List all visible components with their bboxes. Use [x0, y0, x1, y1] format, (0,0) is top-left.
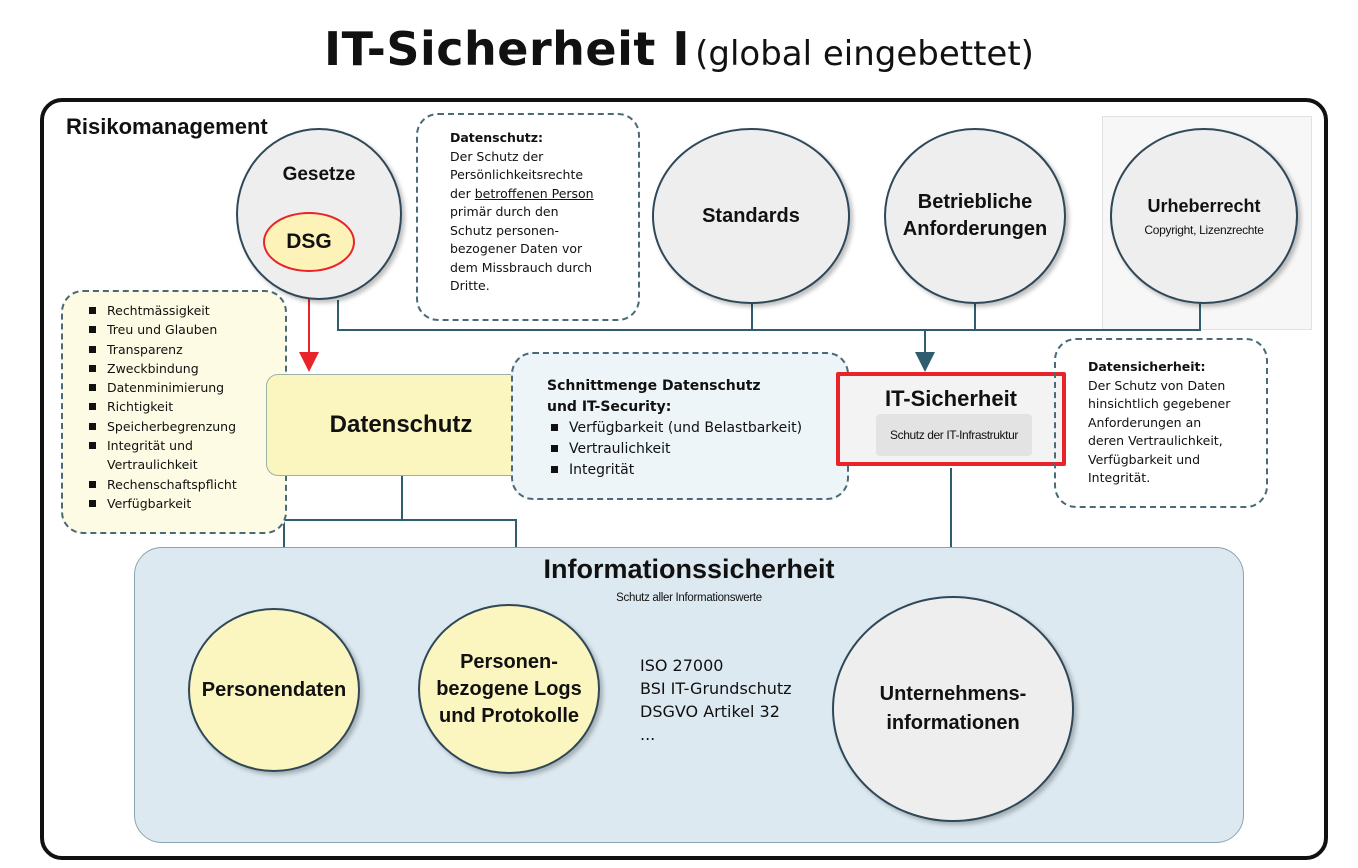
standards-list-item: ISO 27000	[640, 656, 724, 675]
datenschutz-note-line6: bezogener Daten vor	[450, 241, 583, 256]
principle-item: Datenminimierung	[85, 378, 285, 397]
standards-list: ISO 27000 BSI IT-Grundschutz DSGVO Artik…	[640, 654, 792, 746]
standards-label: Standards	[702, 204, 800, 227]
schnittmenge-box: Schnittmenge Datenschutz und IT-Security…	[511, 352, 849, 500]
datensicherheit-heading: Datensicherheit:	[1088, 359, 1206, 374]
principle-item: Speicherbegrenzung	[85, 417, 285, 436]
top-connector	[337, 300, 1201, 331]
personenlogs-line2: bezogene Logs	[436, 677, 582, 700]
principle-item: Rechenschaftspflicht	[85, 475, 285, 494]
standards-list-item: BSI IT-Grundschutz	[640, 679, 792, 698]
gesetze-label: Gesetze	[282, 164, 356, 185]
datenschutz-note-line5: Schutz personen-	[450, 222, 560, 238]
principles-items: Rechtmässigkeit Treu und Glauben Transpa…	[85, 301, 285, 513]
betroffenen-person-text: betroffenen Person	[474, 185, 594, 201]
risikomanagement-label: Risikomanagement	[66, 114, 268, 139]
informationssicherheit-title: Informationssicherheit	[543, 554, 835, 584]
datenschutz-note: Datenschutz: Der Schutz der Persönlichke…	[416, 113, 640, 321]
standards-list-item: ...	[640, 725, 656, 744]
datenschutz-note-line3: der betroffenen Person	[450, 185, 638, 204]
informationssicherheit-sub: Schutz aller Informationswerte	[616, 592, 762, 604]
betriebliche-circle: Betriebliche Anforderungen	[884, 128, 1066, 304]
principle-item: Richtigkeit	[85, 397, 285, 416]
schnittmenge-item: Integrität	[547, 460, 847, 481]
datenschutz-box-label: Datenschutz	[329, 411, 473, 438]
datensicherheit-line: Integrität.	[1088, 470, 1151, 485]
principle-item: Zweckbindung	[85, 359, 285, 378]
title-main: IT-Sicherheit I	[324, 22, 690, 76]
risikomanagement-frame	[40, 98, 1328, 860]
personenlogs-circle: Personen- bezogene Logs und Protokolle	[418, 604, 600, 774]
datenschutz-note-line3-pre: der	[450, 185, 475, 201]
personenlogs-line3: und Protokolle	[439, 704, 579, 727]
it-sicherheit-box: IT-Sicherheit Schutz der IT-Infrastruktu…	[836, 372, 1066, 466]
datenschutz-note-line7: dem Missbrauch durch	[450, 259, 592, 275]
datensicherheit-line: hinsichtlich gegebener	[1088, 396, 1231, 411]
schnittmenge-items: Verfügbarkeit (und Belastbarkeit) Vertra…	[547, 418, 847, 481]
datenschutz-note-line1: Der Schutz der	[450, 148, 544, 164]
betriebliche-line2: Anforderungen	[902, 218, 1048, 240]
urheberrecht-circle: Urheberrecht Copyright, Lizenzrechte	[1110, 128, 1298, 304]
personendaten-label: Personendaten	[201, 678, 347, 701]
unternehmen-line1: Unternehmens-	[879, 683, 1027, 705]
schnittmenge-item: Vertraulichkeit	[547, 439, 847, 460]
schnittmenge-heading2: und IT-Security:	[547, 399, 672, 415]
standards-circle: Standards	[652, 128, 850, 304]
urheberrecht-sub: Copyright, Lizenzrechte	[1144, 222, 1264, 237]
betriebliche-line1: Betriebliche	[917, 191, 1033, 213]
schnittmenge-item: Verfügbarkeit (und Belastbarkeit)	[547, 418, 847, 439]
it-sicherheit-sub-panel: Schutz der IT-Infrastruktur	[876, 414, 1032, 456]
personenlogs-line1: Personen-	[460, 650, 558, 673]
datenschutz-note-line4: primär durch den	[450, 204, 559, 219]
schnittmenge-heading1: Schnittmenge Datenschutz	[547, 378, 761, 394]
principle-item: Rechtmässigkeit	[85, 301, 285, 320]
datenschutz-note-line8: Dritte.	[450, 278, 490, 293]
dsg-ellipse: DSG	[263, 212, 355, 272]
principle-item: Integrität und Vertraulichkeit	[85, 436, 227, 475]
standards-list-item: DSGVO Artikel 32	[640, 702, 780, 721]
page-title: IT-Sicherheit I (global eingebettet)	[0, 22, 1358, 76]
unternehmen-line2: informationen	[886, 712, 1020, 734]
principle-item: Transparenz	[85, 340, 285, 359]
dsg-label: DSG	[286, 230, 332, 253]
principle-item: Treu und Glauben	[85, 320, 285, 339]
datenschutz-box: Datenschutz	[266, 374, 536, 476]
datensicherheit-line: Der Schutz von Daten	[1088, 377, 1226, 393]
datensicherheit-line: Anforderungen an	[1088, 414, 1202, 430]
principle-item: Verfügbarkeit	[85, 494, 285, 513]
datenschutz-note-heading: Datenschutz:	[450, 130, 544, 145]
urheberrecht-title: Urheberrecht	[1147, 195, 1261, 216]
title-sub: (global eingebettet)	[695, 34, 1034, 74]
personendaten-circle: Personendaten	[188, 608, 360, 772]
datensicherheit-line: deren Vertraulichkeit,	[1088, 433, 1223, 448]
datensicherheit-note: Datensicherheit: Der Schutz von Daten hi…	[1054, 338, 1268, 508]
it-sicherheit-sub: Schutz der IT-Infrastruktur	[890, 428, 1018, 442]
unternehmen-circle: Unternehmens- informationen	[832, 596, 1074, 822]
principles-list: Rechtmässigkeit Treu und Glauben Transpa…	[61, 290, 287, 534]
datenschutz-note-line2: Persönlichkeitsrechte	[450, 167, 584, 182]
datensicherheit-line: Verfügbarkeit und	[1088, 451, 1201, 467]
it-sicherheit-title: IT-Sicherheit	[884, 386, 1018, 411]
